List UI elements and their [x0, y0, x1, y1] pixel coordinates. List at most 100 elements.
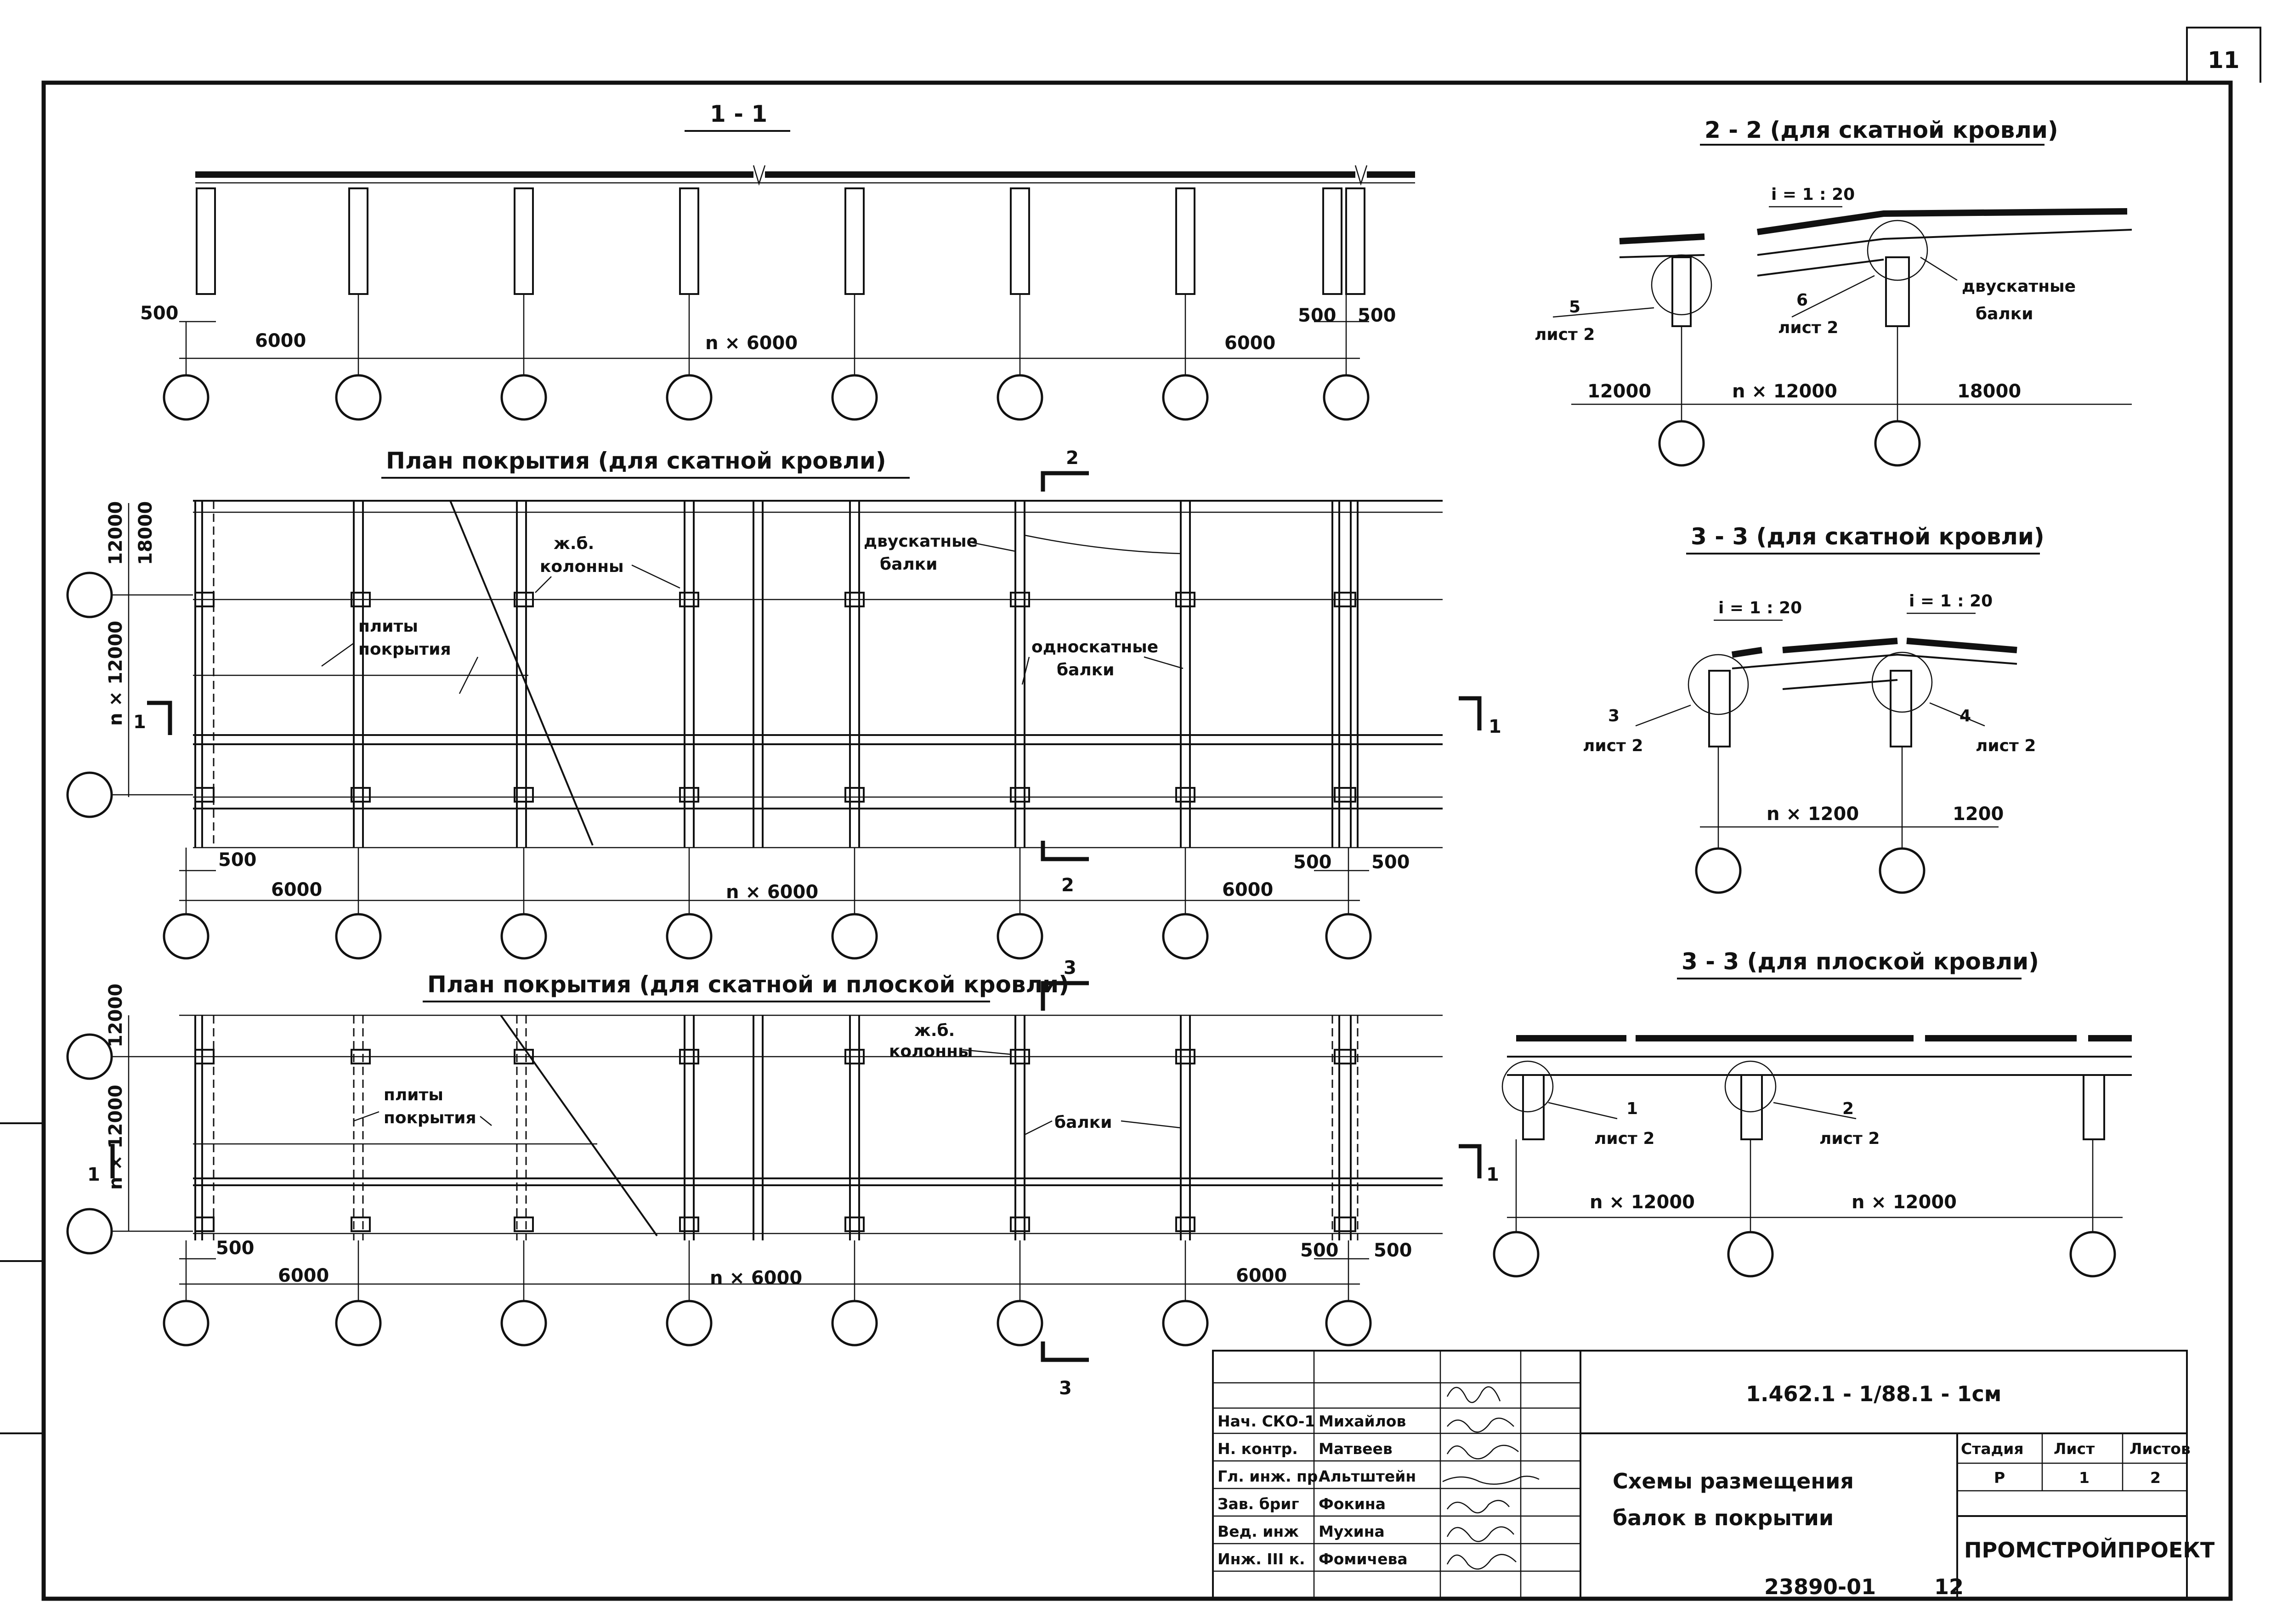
plan-1: План покрытия (для скатной кровли) 2 2 1… [66, 447, 1501, 960]
section-1-1-columns [196, 187, 1365, 295]
dim-6000: 6000 [1222, 879, 1273, 900]
plan-2-axis-bubbles [163, 1240, 1372, 1347]
label-slabs: плиты [358, 617, 418, 636]
dim-n12000: n × 12000 [105, 621, 126, 726]
dim-6000: 6000 [1224, 333, 1275, 354]
person-name: Михайлов [1319, 1412, 1406, 1430]
callout-2: 2 [1842, 1099, 1854, 1118]
stage-header: Стадия [1961, 1440, 2024, 1458]
plan-1-columns [194, 592, 1356, 803]
label-columns: колонны [889, 1042, 973, 1061]
sheets-value: 2 [2150, 1469, 2161, 1487]
sheet-frame [0, 80, 2233, 1601]
role-label: Инж. III к. [1218, 1550, 1305, 1568]
section-2-2-title: 2 - 2 (для скатной кровли) [1705, 117, 2058, 143]
dim-500: 500 [218, 849, 257, 871]
signatures [1442, 1386, 1540, 1570]
person-name: Матвеев [1319, 1440, 1393, 1458]
label-gable-beams: балки [880, 555, 937, 574]
label-beams: балки [1054, 1113, 1112, 1132]
archive-number: 23890-01 [1764, 1574, 1876, 1599]
dim-500: 500 [1371, 852, 1410, 873]
cut-1-mark: 1 [133, 712, 146, 733]
sheet-value: 1 [2079, 1469, 2090, 1487]
dim-6000: 6000 [255, 330, 306, 351]
dim-12000: 12000 [105, 501, 126, 565]
beam-label: балки [1976, 305, 2033, 323]
section-3-3-pitched: 3 - 3 (для скатной кровли) i = 1 : 20 i … [1583, 523, 2044, 894]
label-slabs: покрытия [384, 1109, 476, 1127]
dim-1200: 1200 [1953, 804, 2004, 825]
dim-500: 500 [1293, 852, 1332, 873]
stage-value: Р [1994, 1469, 2005, 1487]
callout-4: 4 [1960, 707, 1971, 725]
dim-18000: 18000 [1957, 381, 2021, 402]
section-3-3-pitched-title: 3 - 3 (для скатной кровли) [1691, 523, 2044, 550]
dim-6000: 6000 [278, 1265, 329, 1286]
callout-5: 5 [1569, 298, 1580, 317]
label-mono-beams: балки [1057, 661, 1114, 679]
person-name: Фомичева [1319, 1550, 1408, 1568]
role-label: Нач. СКО-1 [1218, 1412, 1315, 1430]
cut-2-mark: 2 [1061, 875, 1074, 896]
dim-500: 500 [1298, 305, 1337, 326]
section-1-1-title: 1 - 1 [710, 101, 767, 127]
callout-3-sheet: лист 2 [1583, 736, 1643, 755]
section-3-3-flat: 3 - 3 (для плоской кровли) 1 лист 2 2 ли… [1493, 948, 2132, 1278]
cut-3-mark: 3 [1059, 1378, 1072, 1399]
section-3-3-flat-title: 3 - 3 (для плоской кровли) [1682, 948, 2039, 975]
label-columns: ж.б. [554, 534, 594, 553]
callout-4-sheet: лист 2 [1976, 736, 2036, 755]
plan-1-title: План покрытия (для скатной кровли) [386, 447, 886, 474]
title-block: 1.462.1 - 1/88.1 - 1см Нач. СКО-1 Н. кон… [1212, 1350, 2215, 1600]
cut-2-mark: 2 [1066, 447, 1079, 469]
callout-6: 6 [1796, 291, 1808, 310]
label-columns: ж.б. [914, 1021, 955, 1040]
dim-n12000: n × 12000 [105, 1085, 126, 1190]
callout-2-sheet: лист 2 [1819, 1129, 1880, 1148]
plan-2: План покрытия (для скатной и плоской кро… [66, 957, 1499, 1399]
callout-3: 3 [1608, 707, 1620, 725]
dim-n1200: n × 1200 [1767, 804, 1859, 825]
slope-label: i = 1 : 20 [1771, 185, 1855, 204]
organization: ПРОМСТРОЙПРОЕКТ [1964, 1538, 2215, 1562]
dim-6000: 6000 [1236, 1265, 1287, 1286]
dim-500: 500 [1358, 305, 1396, 326]
page-number: 12 [1934, 1574, 1964, 1599]
callout-1: 1 [1626, 1099, 1638, 1118]
dim-n12000: n × 12000 [1590, 1192, 1695, 1213]
callout-1-sheet: лист 2 [1594, 1129, 1654, 1148]
dim-500: 500 [1300, 1240, 1339, 1261]
section-2-2: 2 - 2 (для скатной кровли) i = 1 : 20 5 … [1535, 117, 2132, 467]
label-mono-beams: односкатные [1031, 638, 1158, 656]
dim-12000: 12000 [1587, 381, 1651, 402]
callout-6-sheet: лист 2 [1778, 318, 1838, 337]
plan-1-axis-bubbles [163, 848, 1372, 960]
sheets-header: Листов [2129, 1440, 2191, 1458]
dim-6000: 6000 [271, 879, 322, 900]
plan-2-title: План покрытия (для скатной и плоской кро… [427, 971, 1069, 998]
person-name: Фокина [1319, 1495, 1386, 1513]
dim-n6000: n × 6000 [726, 882, 818, 903]
person-name: Мухина [1319, 1522, 1385, 1540]
dim-12000: 12000 [105, 984, 126, 1047]
callout-5-sheet: лист 2 [1535, 325, 1595, 344]
role-label: Н. контр. [1218, 1440, 1298, 1458]
plan-2-columns [194, 1049, 1356, 1232]
section-1-1-axis-bubbles [163, 294, 1370, 421]
dim-18000: 18000 [135, 501, 156, 565]
slope-right: i = 1 : 20 [1909, 592, 1993, 611]
role-label: Гл. инж. пр. [1218, 1467, 1324, 1485]
dim-500: 500 [140, 303, 179, 324]
dim-n12000: n × 12000 [1852, 1192, 1957, 1213]
dim-n6000: n × 6000 [705, 333, 798, 354]
section-1-1: 1 - 1 500 500 500 6000 n × 6000 6000 [140, 101, 1415, 421]
dim-500: 500 [1374, 1240, 1412, 1261]
dim-n12000: n × 12000 [1732, 381, 1837, 402]
drawing-title: Схемы размещения [1613, 1469, 1854, 1494]
cut-1-mark: 1 [87, 1164, 100, 1185]
label-slabs: покрытия [358, 640, 451, 659]
person-name: Альтштейн [1319, 1467, 1416, 1485]
sheet-header: Лист [2054, 1440, 2095, 1458]
dim-500: 500 [216, 1238, 255, 1259]
